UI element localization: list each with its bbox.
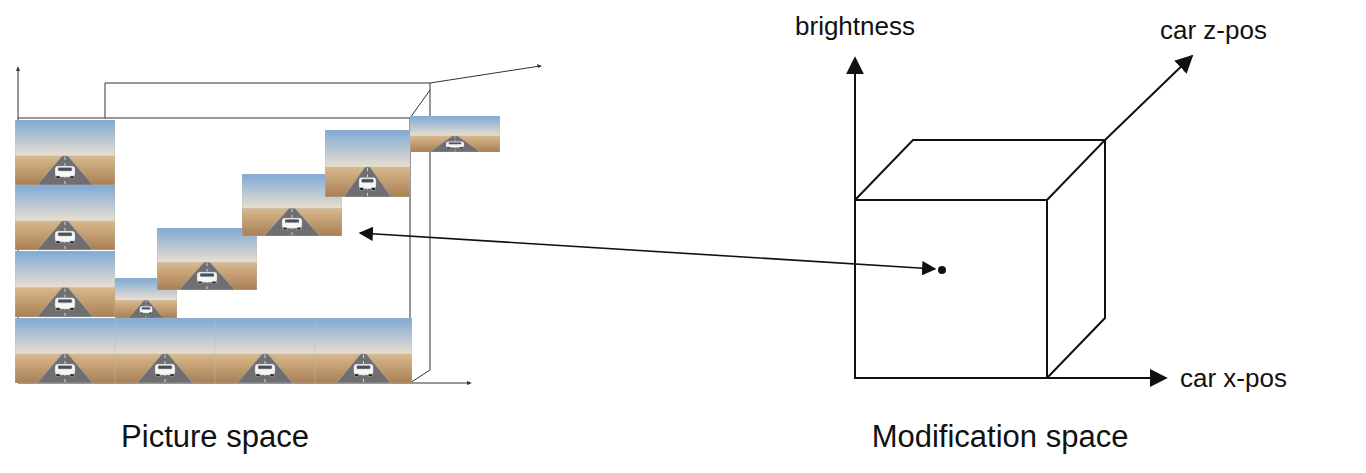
axis-label: car x-pos [1180, 363, 1287, 394]
axis-label: brightness [795, 11, 915, 42]
space-region: Picture space [15, 68, 485, 463]
space-region: Modification space [800, 140, 1210, 463]
space-title: Picture space [121, 419, 309, 455]
space-title: Modification space [872, 419, 1129, 455]
mapping-arrow [360, 233, 935, 269]
axis-label: car z-pos [1160, 15, 1267, 46]
